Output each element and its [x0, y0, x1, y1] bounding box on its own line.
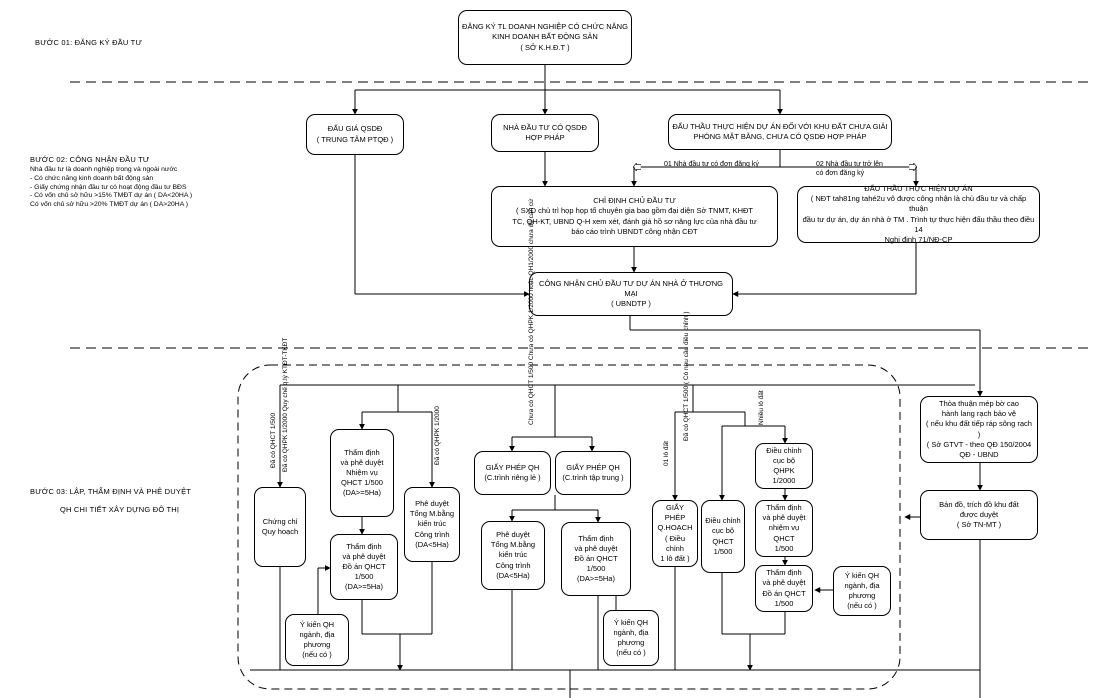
step1-label: BƯỚC 01: ĐĂNG KÝ ĐẦU TƯ — [35, 38, 143, 47]
appraise-task-box: Thẩm định và phê duyệt Nhiệm vụ QHCT 1/5… — [330, 429, 394, 517]
recognize-investor-box: CÔNG NHẬN CHỦ ĐẦU TƯ DỰ ÁN NHÀ Ở THƯƠNG … — [529, 272, 733, 316]
option-one-investor: 01 Nhà đầu tư có đơn đăng ký — [664, 161, 759, 168]
label-has-qhpk-tkdt: Đã có QHPK 1/2000 Quy chế q.lý KTĐT-TKĐT — [282, 337, 289, 472]
bidding-box: ĐẤU THẦU THỰC HIỆN DỰ ÁN ĐỐI VỚI KHU ĐẤT… — [668, 114, 892, 150]
label-one-lot: 01 lô đất — [663, 441, 670, 466]
register-business-box: ĐĂNG KÝ TL DOANH NGHIỆP CÓ CHỨC NĂNG KIN… — [458, 10, 632, 65]
step2-conditions: Nhà đầu tư là doanh nghiệp trong và ngoà… — [30, 166, 193, 209]
opinion-box-1: Ý kiến QH ngành, địa phương (nếu có ) — [285, 614, 349, 666]
approve-layout-box-2: Phê duyệt Tổng M.bằng kiến trúc Công trì… — [481, 521, 545, 590]
label-has-qhpk: Đã có QHPK 1/2000 — [434, 406, 441, 465]
appraise-plan-box-3: Thẩm định và phê duyệt Đồ án QHCT 1/500 — [755, 565, 813, 612]
step3-label-line2: QH CHI TIẾT XÂY DỰNG ĐÔ THỊ — [60, 505, 180, 514]
appraise-plan-box-2: Thẩm định và phê duyệt Đồ án QHCT 1/500 … — [561, 522, 631, 596]
label-has-qhct: Đã có QHCT 1/500 — [270, 412, 277, 468]
appraise-task-box-3: Thẩm định và phê duyệt nhiệm vụ QHCT 1/5… — [755, 500, 813, 557]
adjust-local-box: Điều chỉnh cục bộ QHCT 1/500 — [701, 500, 745, 573]
option-multi-investor: 02 Nhà đầu tư trở lên có đơn đăng ký — [816, 161, 883, 178]
step3-label-line1: BƯỚC 03: LẬP, THẨM ĐỊNH VÀ PHÊ DUYỆT — [30, 487, 192, 496]
step2-label: BƯỚC 02: CÔNG NHẬN ĐẦU TƯ — [30, 155, 150, 164]
permit-adjust-box: GIẤY PHÉP Q.HOẠCH ( Điều chỉnh 1 lô đất … — [652, 500, 698, 567]
label-many-lots: Nhiều lô đất — [758, 390, 765, 425]
opinion-box-2: Ý kiến QH ngành, địa phương (nếu có ) — [603, 610, 659, 666]
permit-private-box: GIẤY PHÉP QH (C.trình riêng lẻ ) — [474, 451, 551, 495]
opinion-box-3: Ý kiến QH ngành, địa phương (nếu có ) — [833, 566, 891, 616]
permit-central-box: GIẤY PHÉP QH (C.trình tập trung ) — [555, 451, 631, 495]
appoint-investor-box: CHỈ ĐỊNH CHỦ ĐẦU TƯ ( SXD chủ trì họp họ… — [491, 186, 778, 247]
investor-land-rights-box: NHÀ ĐẦU TƯ CÓ QSDĐ HỢP PHÁP — [491, 114, 599, 152]
auction-box: ĐẤU GIÁ QSDĐ ( TRUNG TÂM PTQĐ ) — [306, 114, 404, 155]
label-no-qh: Chưa có QHCT 1/500 Chưa có QHPK 1/2000 h… — [528, 198, 535, 426]
step3-container — [237, 364, 901, 690]
adjust-qhpk-box: Điều chỉnh cục bộ QHPK 1/2000 — [755, 443, 813, 489]
riverbank-agreement-box: Thỏa thuận mép bờ cao hành lang rạch bảo… — [920, 396, 1038, 463]
approve-layout-box: Phê duyệt Tổng M.bằng kiến trúc Công trì… — [404, 487, 460, 562]
bid-project-box: ĐẤU THẦU THỰC HIỆN DỰ ÁN ( NĐT tah81ng t… — [797, 184, 1040, 244]
land-map-box: Bản đồ, trích đồ khu đất được duyệt ( Sở… — [920, 490, 1038, 540]
appraise-plan-box: Thẩm định và phê duyệt Đồ án QHCT 1/500 … — [330, 534, 398, 600]
planning-certificate-box: Chứng chỉ Quy hoạch — [254, 487, 306, 567]
label-has-qhct-adjust: Đã có QHCT 1/500 ( Có nhu cầu điều chỉnh… — [683, 311, 690, 441]
